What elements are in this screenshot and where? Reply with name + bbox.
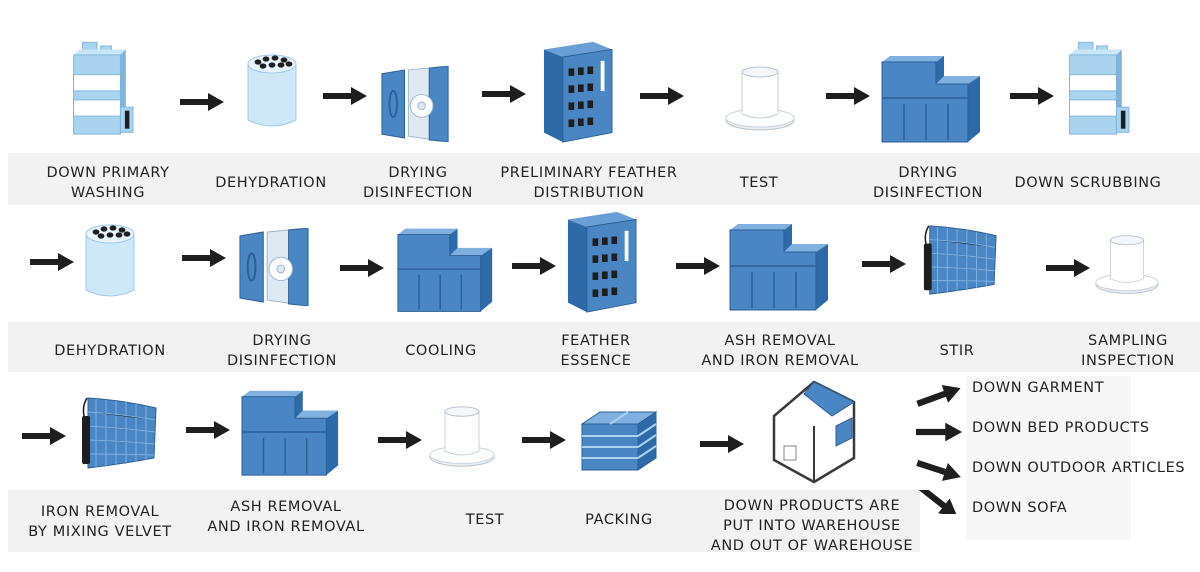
label-band-row-2: [8, 322, 1200, 372]
output-label: DOWN BED PRODUCTS: [972, 420, 1150, 436]
arrow-icon: [700, 434, 744, 454]
output-label: DOWN SOFA: [972, 500, 1068, 516]
arrow-icon: [22, 426, 66, 446]
feather-distribution-building-icon: [540, 40, 616, 144]
dehydrator-icon: [242, 52, 302, 132]
arrow-icon: [1046, 258, 1090, 278]
drying-disinfection-icon: [380, 66, 450, 142]
step-label: COOLING: [405, 343, 477, 359]
arrow-icon: [482, 84, 526, 104]
output-arrow-icon: [916, 458, 962, 482]
arrow-icon: [512, 256, 556, 276]
factory-block-icon: [728, 222, 832, 312]
arrow-icon: [378, 430, 422, 450]
step-label: DEHYDRATION: [215, 175, 327, 191]
stir-panel-icon: [920, 222, 998, 300]
arrow-icon: [676, 256, 720, 276]
output-label: DOWN GARMENT: [972, 380, 1105, 396]
drying-disinfection-icon: [238, 228, 310, 306]
factory-block-icon: [240, 388, 342, 478]
arrow-icon: [522, 430, 566, 450]
arrow-icon: [1010, 86, 1054, 106]
step-label: DOWN SCRUBBING: [1014, 175, 1162, 191]
test-beaker-icon: [1094, 232, 1160, 298]
label-band-row-3: [8, 490, 920, 552]
dehydrator-icon: [80, 222, 140, 302]
label-band-row-1: [8, 153, 1200, 205]
output-arrow-icon: [916, 384, 962, 408]
warehouse-house-icon: [770, 380, 860, 484]
test-beaker-icon: [428, 404, 496, 470]
arrow-icon: [640, 86, 684, 106]
stir-panel-icon: [78, 394, 158, 474]
arrow-icon: [340, 258, 384, 278]
test-beaker-icon: [724, 64, 796, 134]
output-list-panel: [966, 376, 1131, 540]
step-label: TEST: [465, 512, 505, 528]
feather-distribution-building-icon: [564, 210, 640, 314]
arrow-icon: [862, 254, 906, 274]
arrow-icon: [30, 252, 74, 272]
step-label: TEST: [739, 175, 779, 191]
washing-tower-icon: [70, 40, 142, 140]
output-arrow-icon: [916, 490, 962, 514]
factory-block-icon: [396, 226, 496, 314]
step-label: DEHYDRATION: [54, 343, 166, 359]
arrow-icon: [323, 86, 367, 106]
arrow-icon: [180, 92, 224, 112]
step-label: PACKING: [585, 512, 653, 528]
washing-tower-icon: [1066, 40, 1138, 140]
packing-box-icon: [580, 410, 660, 472]
step-label: STIR: [939, 343, 975, 359]
output-label: DOWN OUTDOOR ARTICLES: [972, 460, 1186, 476]
arrow-icon: [826, 86, 870, 106]
arrow-icon: [182, 248, 226, 268]
arrow-icon: [186, 420, 230, 440]
factory-block-icon: [880, 54, 984, 144]
output-arrow-icon: [916, 420, 962, 444]
